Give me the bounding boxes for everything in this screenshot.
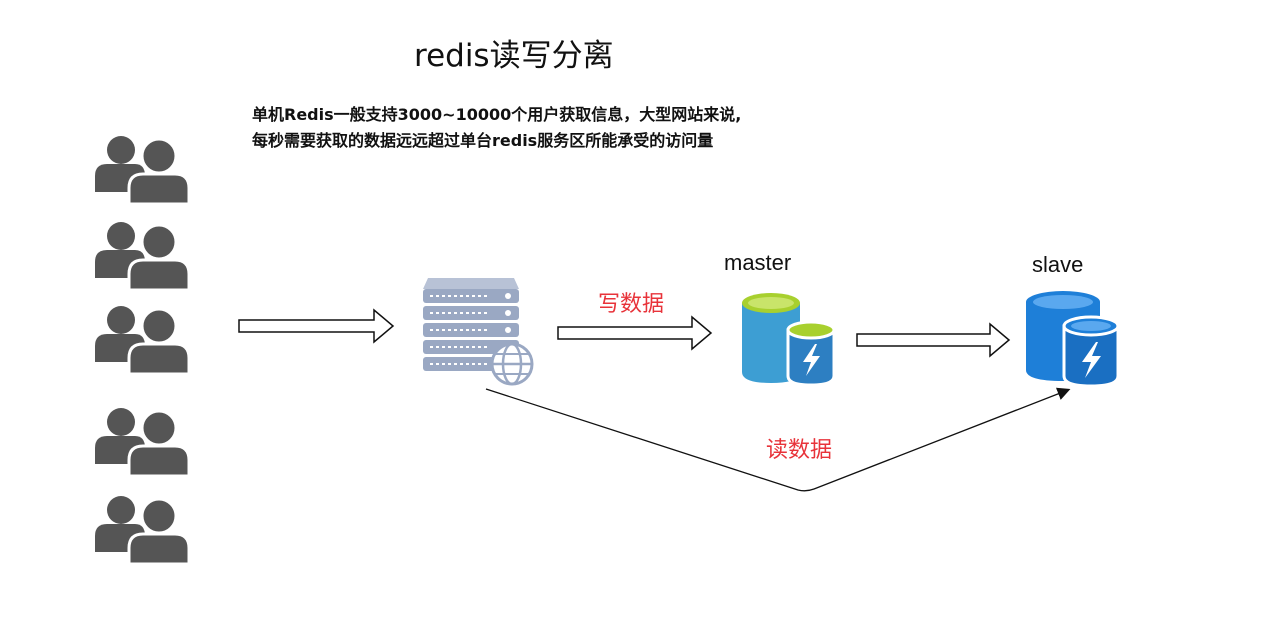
- users-group-icon-4: [93, 406, 191, 478]
- users-to-server-arrow: [238, 308, 395, 344]
- description-line-2: 每秒需要获取的数据远远超过单台redis服务区所能承受的访问量: [252, 131, 714, 150]
- description-line-1: 单机Redis一般支持3000~10000个用户获取信息，大型网站来说,: [252, 105, 742, 124]
- users-group-icon-5: [93, 494, 191, 566]
- diagram-title: redis读写分离: [414, 38, 614, 74]
- master-database-icon: [742, 293, 836, 387]
- master-label: master: [724, 250, 792, 275]
- read-data-label: 读数据: [766, 438, 833, 463]
- users-group-icon-2: [93, 220, 191, 292]
- slave-database-icon: [1026, 291, 1120, 388]
- server-to-master-arrow: [557, 315, 713, 351]
- web-server-icon: [423, 278, 534, 386]
- write-data-label: 写数据: [598, 292, 665, 317]
- slave-label: slave: [1032, 252, 1084, 277]
- users-group-icon-1: [93, 134, 191, 206]
- master-to-slave-arrow: [856, 322, 1011, 358]
- users-group-icon-3: [93, 304, 191, 376]
- server-to-slave-read-line: [485, 387, 1071, 492]
